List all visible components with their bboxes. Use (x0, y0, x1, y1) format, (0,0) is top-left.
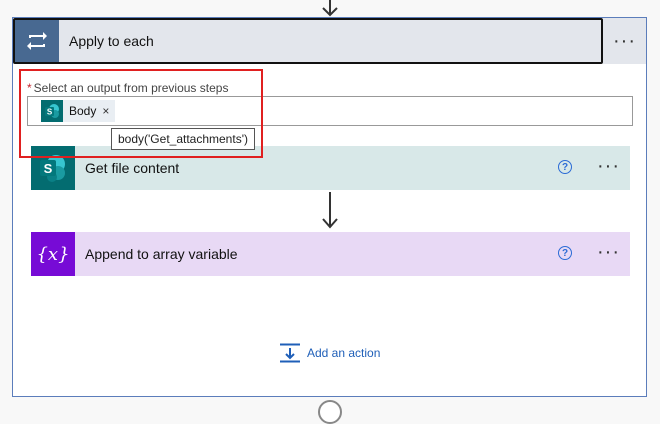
variable-icon: {x} (31, 232, 75, 276)
body-token-label: Body (69, 104, 97, 118)
loop-icon (15, 20, 59, 62)
required-mark: * (27, 81, 32, 95)
apply-to-each-container: Apply to each ··· *Select an output from… (12, 17, 647, 397)
sharepoint-icon: S (41, 100, 63, 122)
append-to-array-title: Append to array variable (85, 246, 238, 262)
bottom-connector-icon (318, 400, 342, 424)
help-icon[interactable]: ? (558, 160, 572, 174)
svg-text:{x}: {x} (36, 244, 69, 265)
select-output-input[interactable]: S Body × (27, 96, 633, 126)
svg-text:S: S (44, 161, 53, 176)
connector-arrow-icon (322, 192, 338, 229)
add-action-icon (280, 343, 300, 363)
select-output-label-text: Select an output from previous steps (33, 81, 229, 95)
select-output-label: *Select an output from previous steps (27, 81, 228, 95)
svg-text:S: S (47, 108, 53, 117)
add-an-action-label: Add an action (307, 346, 381, 360)
token-tooltip: body('Get_attachments') (111, 128, 255, 150)
add-an-action-button[interactable]: Add an action (279, 343, 380, 363)
sharepoint-icon: S (31, 146, 75, 190)
append-to-array-more-button[interactable]: ··· (597, 241, 620, 263)
apply-to-each-header[interactable]: Apply to each (13, 18, 603, 64)
get-file-content-more-button[interactable]: ··· (597, 155, 620, 177)
append-to-array-card[interactable]: {x} Append to array variable ? ··· (31, 232, 630, 276)
apply-to-each-title: Apply to each (69, 33, 154, 49)
get-file-content-title: Get file content (85, 160, 180, 176)
remove-token-icon[interactable]: × (102, 104, 110, 118)
apply-to-each-more-button[interactable]: ··· (603, 18, 646, 64)
body-token[interactable]: S Body × (41, 100, 116, 122)
top-connector-arrow-icon (322, 0, 338, 17)
help-icon[interactable]: ? (558, 246, 572, 260)
get-file-content-card[interactable]: S Get file content ? ··· (31, 146, 630, 190)
